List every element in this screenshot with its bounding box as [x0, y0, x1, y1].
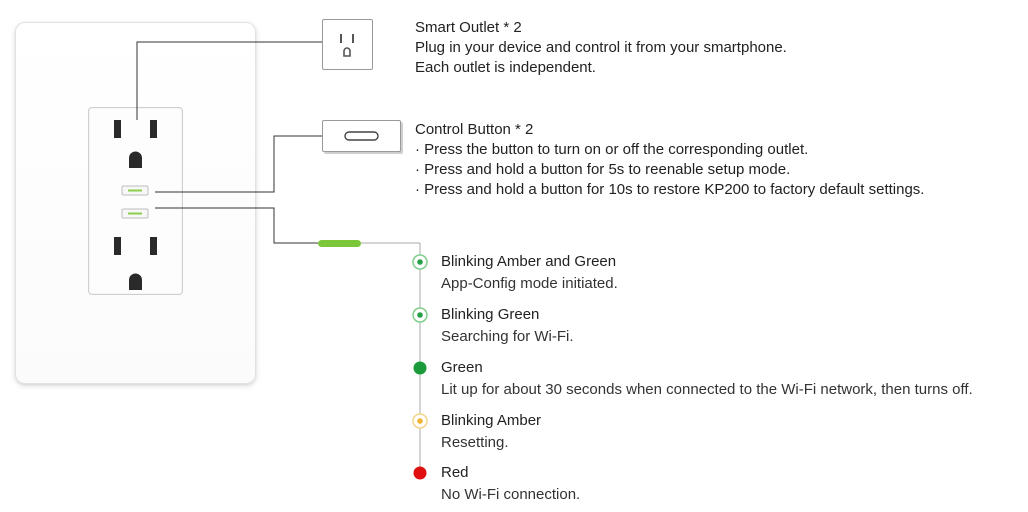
smart-outlet-desc-1: Plug in your device and control it from …	[415, 39, 787, 56]
green-dot-icon	[413, 361, 427, 375]
led-state-desc: No Wi-Fi connection.	[441, 486, 581, 503]
smart-outlet-info: Smart Outlet * 2 Plug in your device and…	[415, 18, 787, 78]
led-state-title: Blinking Green	[441, 306, 540, 323]
led-state-item: Blinking Amber and Green App-Config mode…	[441, 252, 618, 294]
led-state-title: Blinking Amber	[441, 412, 542, 429]
led-state-title: Red	[441, 464, 469, 481]
control-button-desc-3: · Press and hold a button for 10s to res…	[415, 181, 925, 198]
led-bar-icon	[318, 240, 361, 247]
smart-outlet-desc-2: Each outlet is independent.	[415, 59, 596, 76]
outlet-leader-line	[136, 41, 322, 120]
lower-led-indicator	[128, 212, 142, 215]
smart-outlet-icon	[322, 19, 373, 70]
led-state-item: Green Lit up for about 30 seconds when c…	[441, 358, 973, 400]
upper-led-indicator	[128, 189, 142, 192]
upper-outlet	[114, 120, 157, 168]
led-state-desc: App-Config mode initiated.	[441, 275, 618, 292]
led-state-desc: Searching for Wi-Fi.	[441, 328, 574, 345]
led-state-desc: Resetting.	[441, 434, 509, 451]
red-dot-icon	[413, 466, 427, 480]
led-state-title: Green	[441, 359, 483, 376]
button-leader-line	[155, 135, 322, 193]
led-state-desc: Lit up for about 30 seconds when connect…	[441, 381, 973, 398]
blinking-amber-dot-icon	[412, 413, 428, 429]
receptacle-face	[88, 107, 183, 295]
control-button-icon	[322, 120, 401, 152]
blinking-amber-green-dot-icon	[412, 254, 428, 270]
led-state-item: Blinking Amber Resetting.	[441, 411, 541, 453]
control-button-desc-2: · Press and hold a button for 5s to reen…	[415, 161, 791, 178]
led-state-item: Red No Wi-Fi connection.	[441, 463, 580, 505]
led-state-title: Blinking Amber and Green	[441, 253, 617, 270]
smart-outlet-title: Smart Outlet * 2	[415, 19, 522, 36]
control-button-title: Control Button * 2	[415, 121, 534, 138]
led-leader-line	[155, 207, 318, 244]
led-state-item: Blinking Green Searching for Wi-Fi.	[441, 305, 574, 347]
control-button-desc-1: · Press the button to turn on or off the…	[415, 141, 809, 158]
control-button-info: Control Button * 2 · Press the button to…	[415, 120, 924, 200]
lower-outlet	[114, 237, 157, 290]
blinking-green-dot-icon	[412, 307, 428, 323]
